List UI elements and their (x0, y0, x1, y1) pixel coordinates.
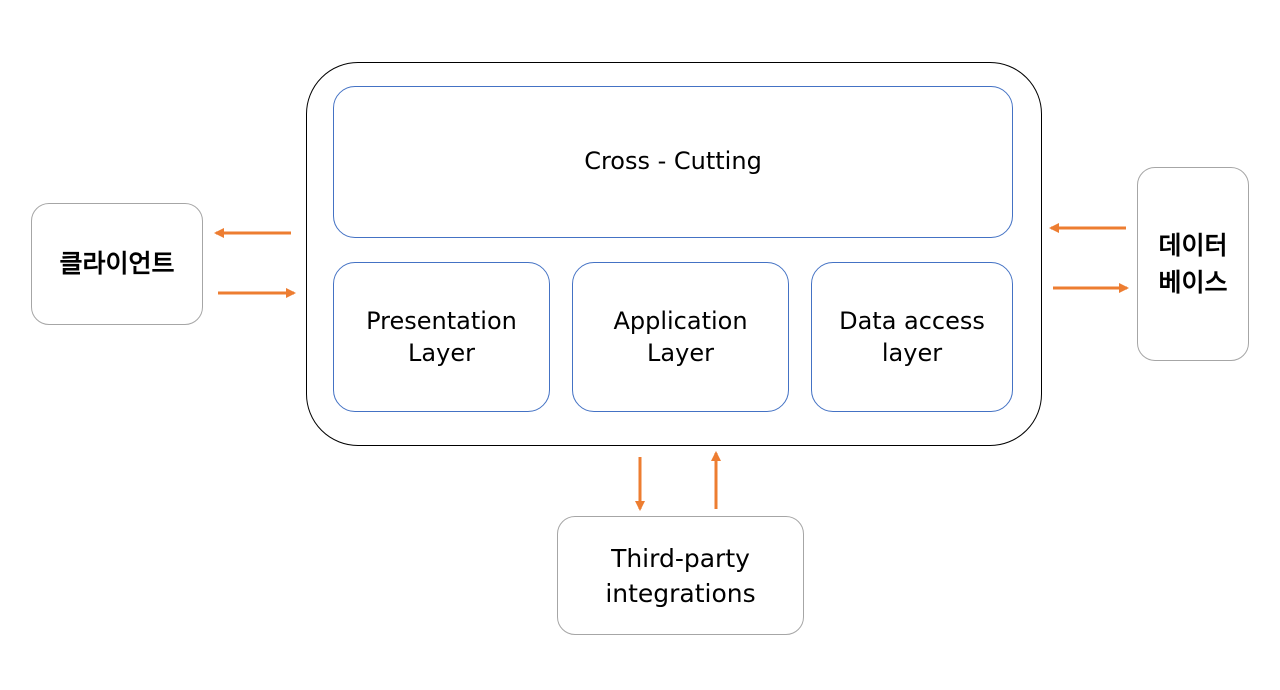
database-label: 데이터 베이스 (1158, 230, 1228, 298)
database-box: 데이터 베이스 (1137, 167, 1249, 361)
data-access-layer-label: Data access layer (839, 306, 985, 367)
third-party-integrations-box: Third-party integrations (557, 516, 804, 635)
third-party-integrations-label: Third-party integrations (605, 543, 756, 608)
application-layer-box: Application Layer (572, 262, 789, 412)
cross-cutting-box: Cross - Cutting (333, 86, 1013, 238)
data-access-layer-box: Data access layer (811, 262, 1013, 412)
client-label: 클라이언트 (59, 249, 175, 279)
presentation-layer-label: Presentation Layer (366, 306, 517, 367)
presentation-layer-box: Presentation Layer (333, 262, 550, 412)
application-layer-label: Application Layer (613, 306, 748, 367)
client-box: 클라이언트 (31, 203, 203, 325)
cross-cutting-label: Cross - Cutting (584, 147, 762, 176)
